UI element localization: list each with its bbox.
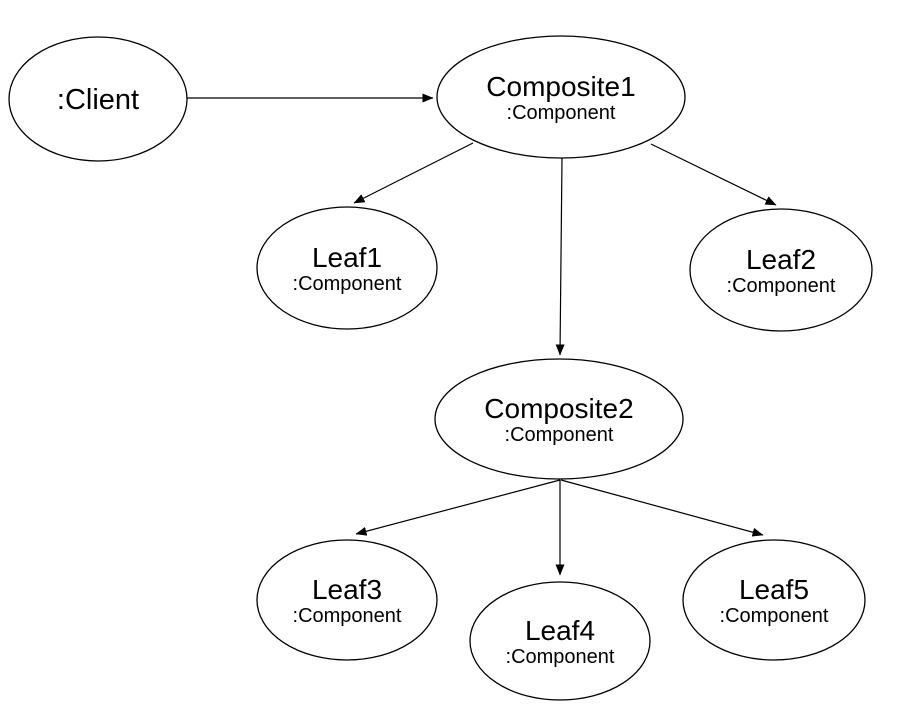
leaf2-ellipse [689, 208, 873, 332]
composite2-label: Composite2 [484, 393, 633, 424]
node-leaf5: Leaf5 :Component [682, 539, 866, 661]
composite1-ellipse [436, 35, 686, 159]
leaf2-sublabel: :Component [727, 275, 836, 297]
leaf3-ellipse [256, 539, 438, 661]
leaf1-ellipse [256, 206, 438, 330]
leaf5-sublabel: :Component [720, 605, 829, 627]
leaf4-ellipse [469, 581, 651, 701]
composite1-sublabel: :Component [507, 102, 616, 124]
edge-composite1-leaf1 [353, 142, 474, 204]
leaf4-label: Leaf4 [525, 615, 595, 646]
leaf1-sublabel: :Component [293, 273, 402, 295]
node-composite2: Composite2 :Component [434, 358, 684, 480]
leaf3-label: Leaf3 [312, 574, 382, 605]
leaf1-label: Leaf1 [312, 242, 382, 273]
leaf2-label: Leaf2 [746, 244, 816, 275]
client-ellipse [8, 36, 188, 162]
node-client: :Client [8, 36, 188, 162]
edge-composite1-composite2 [555, 157, 565, 356]
node-leaf3: Leaf3 :Component [256, 539, 438, 661]
node-leaf1: Leaf1 :Component [256, 206, 438, 330]
node-leaf2: Leaf2 :Component [689, 208, 873, 332]
leaf5-ellipse [682, 539, 866, 661]
node-composite1: Composite1 :Component [436, 35, 686, 159]
leaf5-label: Leaf5 [739, 574, 809, 605]
node-leaf4: Leaf4 :Component [469, 581, 651, 701]
composite1-label: Composite1 [486, 71, 635, 102]
edge-composite2-leaf5 [560, 479, 764, 537]
composite2-ellipse [434, 358, 684, 480]
edge-composite2-leaf3 [355, 479, 561, 536]
leaf3-sublabel: :Component [293, 605, 402, 627]
diagram-edges [187, 93, 777, 576]
leaf4-sublabel: :Component [506, 646, 615, 668]
edge-composite1-leaf2 [650, 143, 777, 206]
client-label: :Client [57, 84, 139, 116]
composite2-sublabel: :Component [505, 424, 614, 446]
